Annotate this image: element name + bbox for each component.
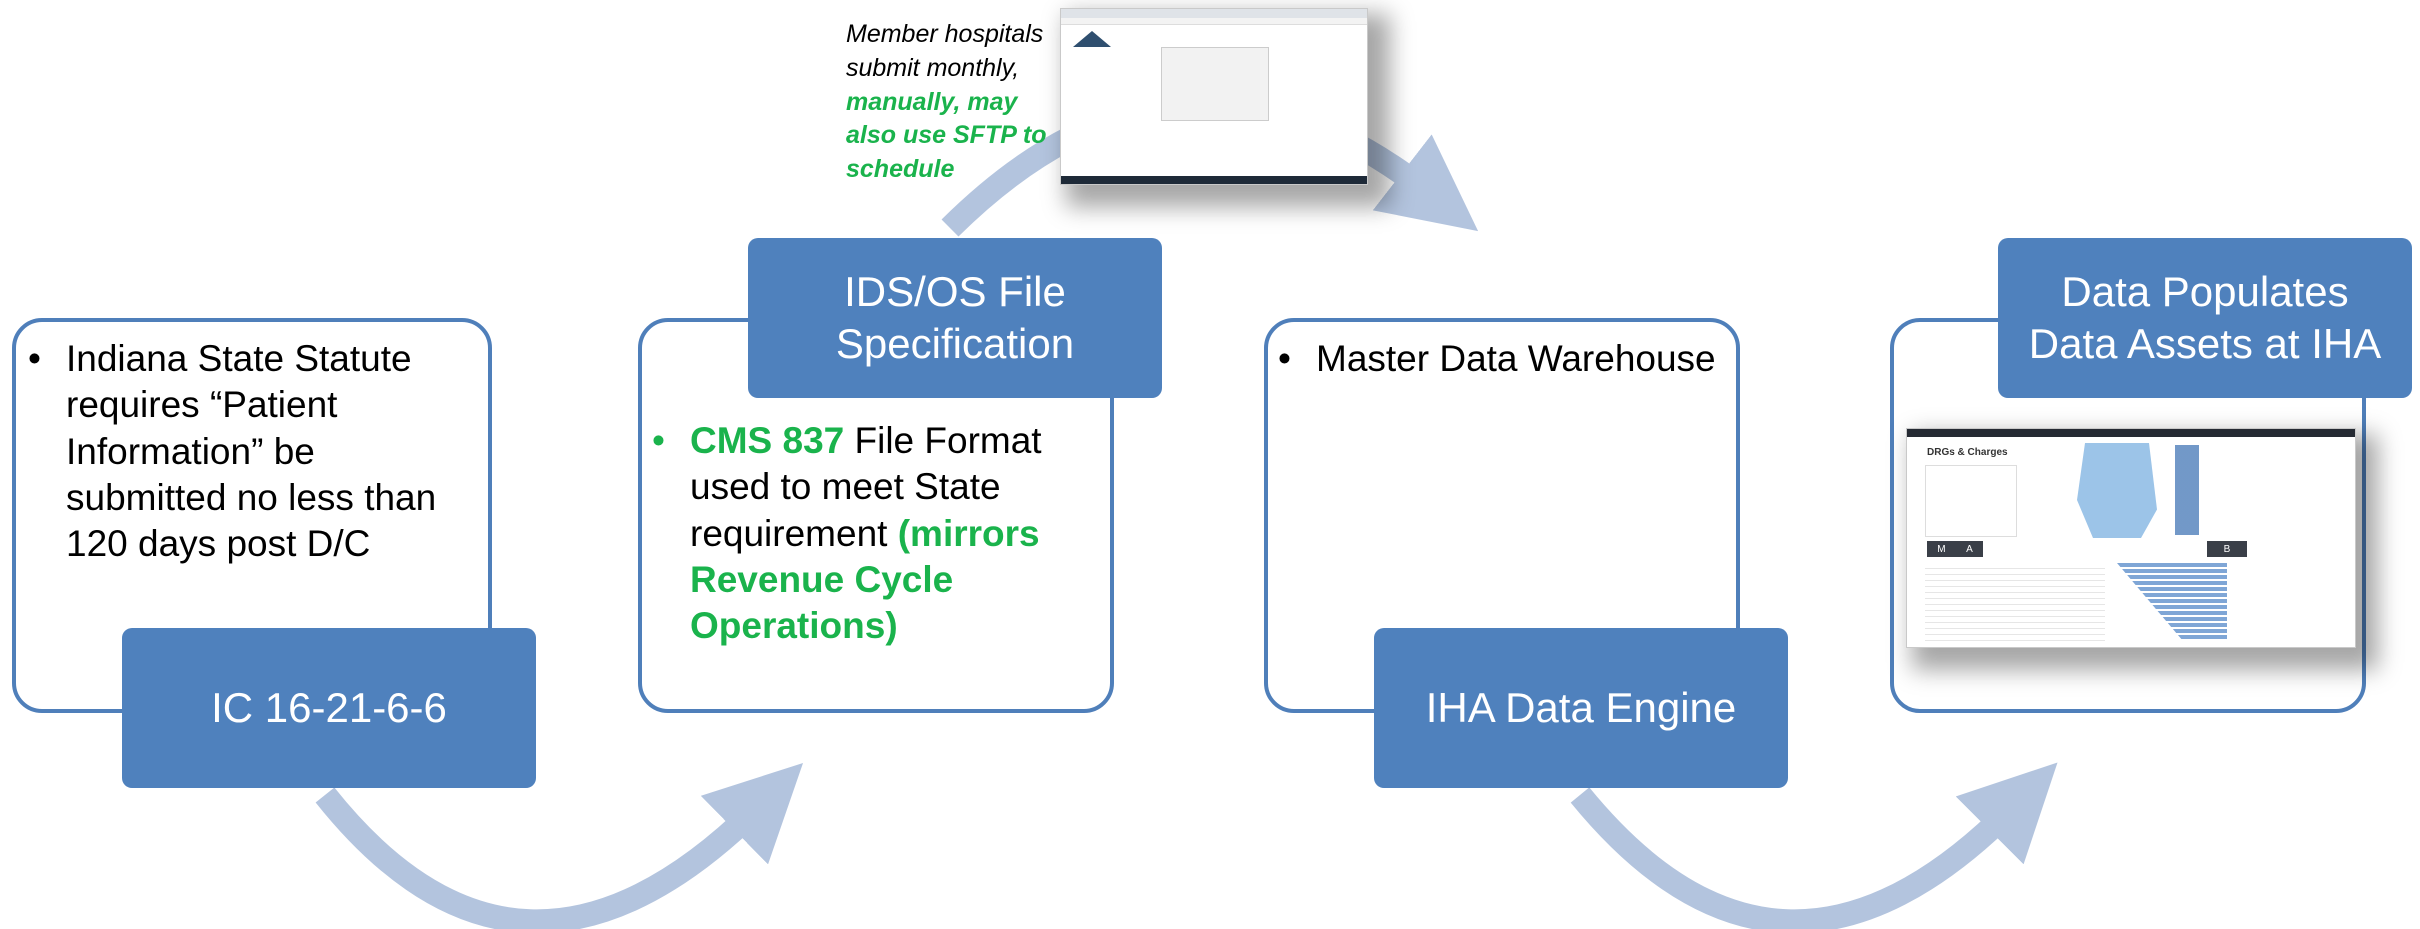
portal-logo <box>1073 31 1111 47</box>
dashboard-map <box>2077 443 2157 538</box>
dashboard-title: DRGs & Charges <box>1927 447 2008 458</box>
dashboard-screenshot: DRGs & Charges M A B <box>1906 428 2356 648</box>
browser-address-bar <box>1061 18 1367 25</box>
submission-note-green: manually, may also use SFTP to schedule <box>846 87 1047 184</box>
dashboard-header-bar <box>1907 429 2355 437</box>
arrow-step1-to-step2 <box>315 763 804 929</box>
dashboard-bar-chart-bottom <box>2117 563 2227 641</box>
step-2-text: File Format used to meet State requireme… <box>690 420 1042 554</box>
dashboard-badge-right-text: B <box>2223 543 2231 555</box>
step-1-title-box: IC 16-21-6-6 <box>122 628 536 788</box>
bullet-glyph: • <box>1278 338 1291 379</box>
step-3-text: Master Data Warehouse <box>1316 338 1716 379</box>
step-2-format-name: CMS 837 <box>690 420 845 461</box>
browser-tab-bar <box>1061 9 1367 18</box>
step-3-title: IHA Data Engine <box>1425 683 1737 731</box>
step-1-title: IC 16-21-6-6 <box>211 683 447 731</box>
dashboard-badge-left-text: M <box>1937 543 1946 555</box>
step-2-bullet: • CMS 837 File Format used to meet State… <box>652 418 1090 649</box>
dashboard-badge-left-text-2: A <box>1966 543 1973 555</box>
step-4-title-box: Data Populates Data Assets at IHA <box>1998 238 2412 398</box>
step-1-bullet: • Indiana State Statute requires “Patien… <box>28 336 481 567</box>
dashboard-table <box>1925 563 2105 641</box>
step-4-title-line-1: Data Populates <box>2061 267 2349 315</box>
dashboard-badge-right: B <box>2207 541 2247 557</box>
bullet-glyph: • <box>28 338 41 379</box>
step-3-bullet: • Master Data Warehouse <box>1278 336 1716 382</box>
step-1-text: Indiana State Statute requires “Patient … <box>66 338 437 564</box>
dashboard-bar-chart-top <box>2175 445 2215 535</box>
submission-portal-screenshot <box>1060 8 1368 185</box>
arrow-step3-to-step4 <box>1570 762 2058 929</box>
step-2-title-line-2: Specification <box>835 320 1075 367</box>
step-2-note: (mirrors Revenue Cycle Operations) <box>690 512 1040 647</box>
step-4-title-line-2: Data Assets at IHA <box>2028 320 2382 367</box>
portal-taskbar <box>1061 176 1367 184</box>
submission-note-plain: Member hospitals submit monthly, <box>846 20 1044 82</box>
submission-note: Member hospitals submit monthly, manuall… <box>846 18 1071 187</box>
dashboard-filter-panel <box>1925 465 2017 537</box>
step-3-title-box: IHA Data Engine <box>1374 628 1788 788</box>
portal-login-panel <box>1161 47 1269 121</box>
dashboard-badge-left: M A <box>1927 541 1983 557</box>
step-2-title-box: IDS/OS File Specification <box>748 238 1162 398</box>
bullet-glyph: • <box>652 420 665 461</box>
step-2-title-line-1: IDS/OS File <box>844 267 1066 315</box>
